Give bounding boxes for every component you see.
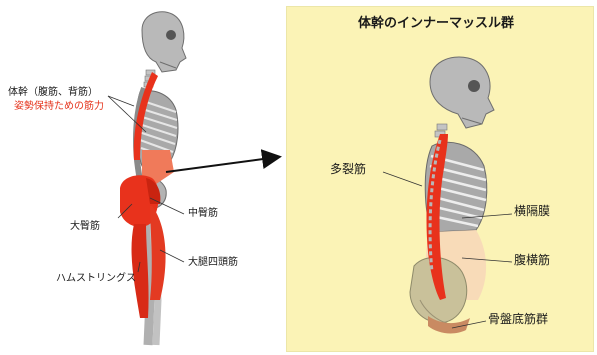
label-gluteus-medius: 中臀筋: [188, 209, 218, 219]
pointer-arrow: [166, 157, 278, 172]
label-multifidus: 多裂筋: [330, 163, 366, 175]
label-diaphragm: 横隔膜: [514, 205, 550, 217]
right-skeleton: [410, 57, 494, 333]
label-quadriceps: 大腿四頭筋: [188, 258, 238, 268]
label-hamstrings: ハムストリングス: [56, 274, 136, 284]
panel-title: 体幹のインナーマッスル群: [358, 17, 514, 30]
label-gluteus-maximus: 大臀筋: [70, 222, 100, 232]
label-pelvic-floor: 骨盤底筋群: [488, 313, 548, 325]
label-posture-strength: 姿勢保持ための筋力: [14, 102, 104, 112]
label-transversus-abdominis: 腹横筋: [514, 254, 550, 266]
label-trunk-muscles: 体幹（腹筋、背筋）: [8, 88, 98, 98]
